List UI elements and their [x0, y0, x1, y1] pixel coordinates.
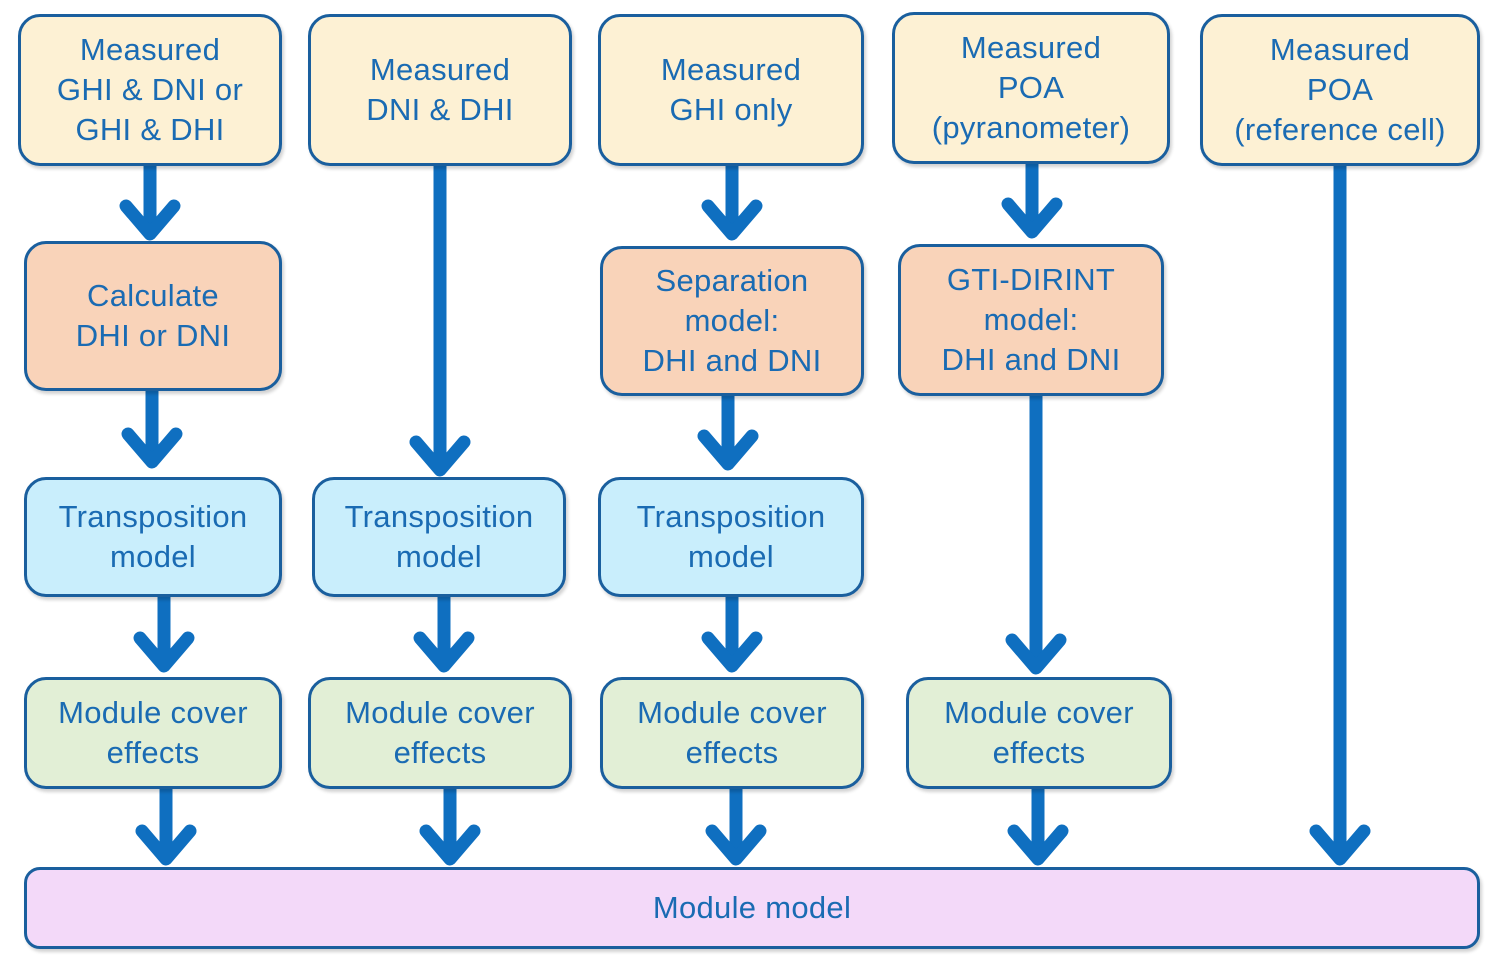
measured-ghi-dni-or-ghi-dhi-box: Measured GHI & DNI or GHI & DHI: [18, 14, 282, 166]
module-cover-effects-box-3: Module cover effects: [600, 677, 864, 789]
box-label-line: Transposition: [636, 499, 826, 534]
flow-arrow-14: [1007, 789, 1069, 866]
flow-arrow-10: [701, 597, 763, 673]
flow-arrow-1: [119, 166, 181, 241]
separation-model-box: Separation model: DHI and DNI: [600, 246, 864, 396]
box-label-line: GHI & DNI or: [56, 72, 244, 107]
box-label-line: Measured: [369, 52, 511, 87]
box-label-line: effects: [992, 735, 1086, 770]
box-label-line: model: [396, 539, 482, 574]
box-label-line: (pyranometer): [931, 110, 1131, 145]
measured-poa-pyranometer-box: Measured POA (pyranometer): [892, 12, 1170, 164]
box-label-line: model:: [684, 303, 780, 338]
box-label-line: model: [688, 539, 774, 574]
box-label-line: Transposition: [344, 499, 534, 534]
flow-arrow-7: [419, 789, 481, 866]
box-label-line: Calculate: [87, 278, 219, 313]
box-label-line: model: [110, 539, 196, 574]
box-label-line: (reference cell): [1234, 112, 1446, 147]
module-model-label: Module model: [652, 890, 852, 925]
box-label-line: DHI and DNI: [642, 343, 822, 378]
flow-arrow-5: [409, 166, 471, 477]
box-label-line: DNI & DHI: [366, 92, 514, 127]
flow-arrow-8: [701, 166, 763, 241]
flow-arrow-6: [413, 597, 475, 673]
box-label-line: Measured: [960, 30, 1102, 65]
transposition-model-box-1: Transposition model: [24, 477, 282, 597]
module-cover-effects-box-1: Module cover effects: [24, 677, 282, 789]
box-label-line: POA: [997, 70, 1065, 105]
box-label-line: effects: [685, 735, 779, 770]
flow-arrow-15: [1309, 166, 1371, 866]
flow-arrow-4: [135, 789, 197, 866]
transposition-model-box-3: Transposition model: [598, 477, 864, 597]
flow-arrow-13: [1005, 396, 1067, 675]
flow-arrow-12: [1001, 164, 1063, 239]
box-label-line: Separation: [655, 263, 809, 298]
box-label-line: Measured: [79, 32, 221, 67]
box-label-line: GHI only: [669, 92, 793, 127]
box-label-line: POA: [1306, 72, 1374, 107]
measured-ghi-only-box: Measured GHI only: [598, 14, 864, 166]
flow-arrow-3: [133, 597, 195, 673]
module-cover-effects-box-4: Module cover effects: [906, 677, 1172, 789]
calculate-dhi-or-dni-box: Calculate DHI or DNI: [24, 241, 282, 391]
gti-dirint-model-box: GTI-DIRINT model: DHI and DNI: [898, 244, 1164, 396]
transposition-model-box-2: Transposition model: [312, 477, 566, 597]
box-label-line: effects: [393, 735, 487, 770]
measured-poa-reference-cell-box: Measured POA (reference cell): [1200, 14, 1480, 166]
box-label-line: effects: [106, 735, 200, 770]
module-cover-effects-box-2: Module cover effects: [308, 677, 572, 789]
box-label-line: Module cover: [345, 695, 535, 730]
box-label-line: Measured: [1269, 32, 1411, 67]
box-label-line: GHI & DHI: [75, 112, 225, 147]
box-label-line: DHI or DNI: [75, 318, 231, 353]
box-label-line: Transposition: [58, 499, 248, 534]
measured-dni-dhi-box: Measured DNI & DHI: [308, 14, 572, 166]
flow-arrow-9: [697, 396, 759, 471]
box-label-line: model:: [983, 302, 1079, 337]
box-label-line: Module cover: [637, 695, 827, 730]
module-model-box: Module model: [24, 867, 1480, 949]
flow-arrow-2: [121, 391, 183, 469]
box-label-line: Module cover: [58, 695, 248, 730]
flow-arrow-11: [705, 789, 767, 866]
box-label-line: DHI and DNI: [941, 342, 1121, 377]
box-label-line: GTI-DIRINT: [946, 262, 1116, 297]
box-label-line: Module cover: [944, 695, 1134, 730]
box-label-line: Measured: [660, 52, 802, 87]
